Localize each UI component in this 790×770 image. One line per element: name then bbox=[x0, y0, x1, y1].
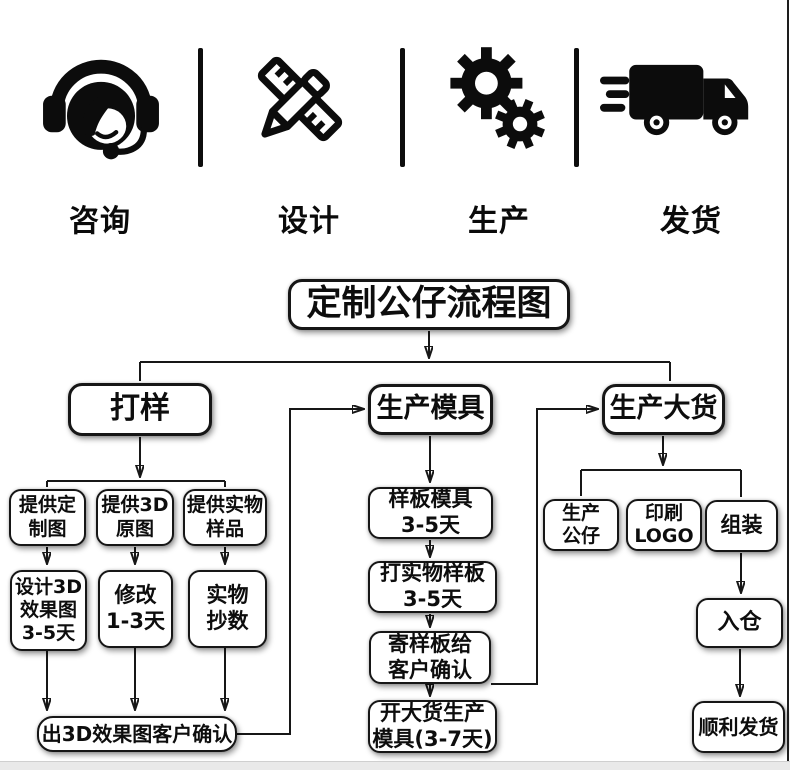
node-mass-production: 生产大货 bbox=[602, 384, 725, 435]
node-warehouse: 入仓 bbox=[696, 598, 783, 648]
step-label-consult: 咨询 bbox=[69, 204, 131, 239]
node-mold-production: 生产模具 bbox=[368, 384, 493, 435]
node-render-confirm: 出3D效果图客户确认 bbox=[37, 716, 237, 752]
node-physical-scan: 实物 抄数 bbox=[188, 570, 267, 648]
node-title: 定制公仔流程图 bbox=[288, 279, 570, 330]
node-sample-mold: 样板模具 3-5天 bbox=[368, 487, 493, 539]
node-print-logo: 印刷 LOGO bbox=[626, 499, 702, 551]
step-label-design: 设计 bbox=[278, 204, 340, 239]
node-revise: 修改 1-3天 bbox=[98, 570, 173, 648]
node-produce-figure: 生产 公仔 bbox=[543, 499, 619, 551]
node-design-3d-render: 设计3D 效果图 3-5天 bbox=[10, 570, 87, 651]
step-divider bbox=[198, 48, 203, 167]
right-border-line bbox=[786, 0, 789, 770]
gears-icon bbox=[436, 40, 556, 160]
node-ship: 顺利发货 bbox=[692, 701, 785, 753]
pencil-ruler-icon bbox=[241, 38, 359, 160]
step-divider bbox=[400, 48, 405, 167]
node-provide-physical-sample: 提供实物 样品 bbox=[183, 489, 267, 546]
node-mass-mold: 开大货生产 模具(3-7天) bbox=[368, 700, 497, 753]
node-assemble: 组装 bbox=[705, 500, 778, 552]
node-send-sample-confirm: 寄样板给 客户确认 bbox=[369, 631, 491, 684]
node-sampling: 打样 bbox=[68, 383, 212, 436]
node-make-physical-sample: 打实物样板 3-5天 bbox=[368, 561, 497, 613]
headset-agent-icon bbox=[38, 34, 164, 170]
bottom-strip bbox=[0, 761, 790, 770]
step-label-production: 生产 bbox=[468, 204, 530, 239]
node-provide-custom-art: 提供定 制图 bbox=[9, 489, 86, 546]
node-provide-3d-art: 提供3D 原图 bbox=[96, 489, 174, 546]
step-label-shipping: 发货 bbox=[660, 204, 722, 239]
delivery-truck-icon bbox=[600, 50, 756, 150]
step-divider bbox=[574, 48, 579, 167]
